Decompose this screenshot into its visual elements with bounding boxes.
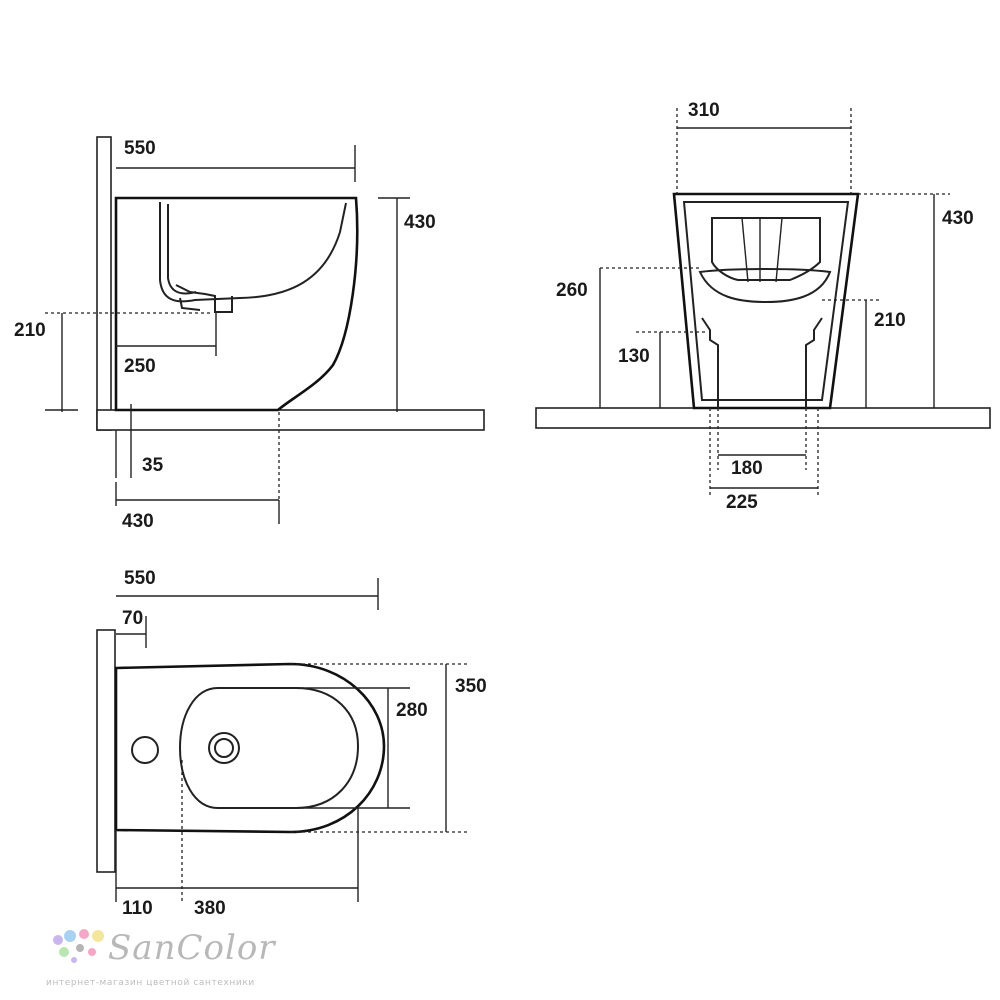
front-floor	[535, 407, 991, 429]
logo-dot	[79, 929, 89, 939]
front-dim-rim-height: 260	[556, 280, 588, 301]
front-dim-outer-base: 225	[726, 492, 758, 513]
side-dim-base-depth: 430	[122, 511, 154, 532]
top-dim-wall-gap: 70	[122, 608, 143, 629]
top-tap-hole	[131, 736, 159, 764]
front-nozzle	[741, 217, 783, 283]
logo-dot	[59, 947, 69, 957]
front-bowl	[711, 217, 821, 281]
top-dim-bowl-length: 380	[194, 898, 226, 919]
front-dim-base-height: 130	[618, 346, 650, 367]
front-dim-outlet-height: 210	[874, 310, 906, 331]
logo-dot	[71, 957, 77, 963]
top-dim-length: 550	[124, 568, 156, 589]
top-dim-hole-offset: 110	[122, 898, 153, 919]
side-outlet-pipe	[179, 297, 201, 311]
side-dim-inlet-height: 210	[14, 320, 46, 341]
side-view: 550 430 210 250 35 430	[14, 136, 485, 532]
top-body-outline	[114, 662, 386, 834]
logo-tagline: интернет-магазин цветной сантехники	[46, 978, 255, 988]
logo-dot	[64, 930, 76, 942]
logo-dot	[53, 935, 63, 945]
top-wall	[96, 629, 116, 873]
front-dim-inner-base: 180	[731, 458, 763, 479]
front-view: 310 430 260 210 130 180 225	[535, 100, 991, 513]
side-floor	[96, 409, 485, 431]
side-bowl-inner	[159, 202, 347, 303]
top-drain-outer	[208, 732, 240, 764]
top-dim-bowl-width: 280	[396, 700, 428, 721]
top-dim-width: 350	[455, 676, 487, 697]
front-body-inner	[682, 201, 850, 401]
top-view: 550 70 350 280 110 380	[96, 568, 487, 919]
logo-dot	[76, 944, 84, 952]
side-outlet	[175, 284, 233, 313]
front-bowl-top	[698, 268, 832, 304]
side-dim-wall-offset: 35	[142, 455, 164, 476]
side-dim-width: 550	[124, 138, 156, 159]
side-wall	[96, 136, 112, 431]
logo-dot	[92, 930, 104, 942]
side-body-outline	[114, 196, 359, 412]
logo-dots	[53, 929, 104, 963]
top-drain-inner	[214, 738, 234, 758]
side-dim-inlet-depth: 250	[124, 356, 156, 377]
side-dim-height: 430	[404, 212, 436, 233]
logo-brand: SanColor	[108, 928, 276, 968]
front-dim-height: 430	[942, 208, 974, 229]
sancolor-logo	[53, 929, 104, 963]
logo-dot	[88, 948, 96, 956]
front-dim-top-width: 310	[688, 100, 720, 121]
front-base-step	[701, 317, 823, 408]
